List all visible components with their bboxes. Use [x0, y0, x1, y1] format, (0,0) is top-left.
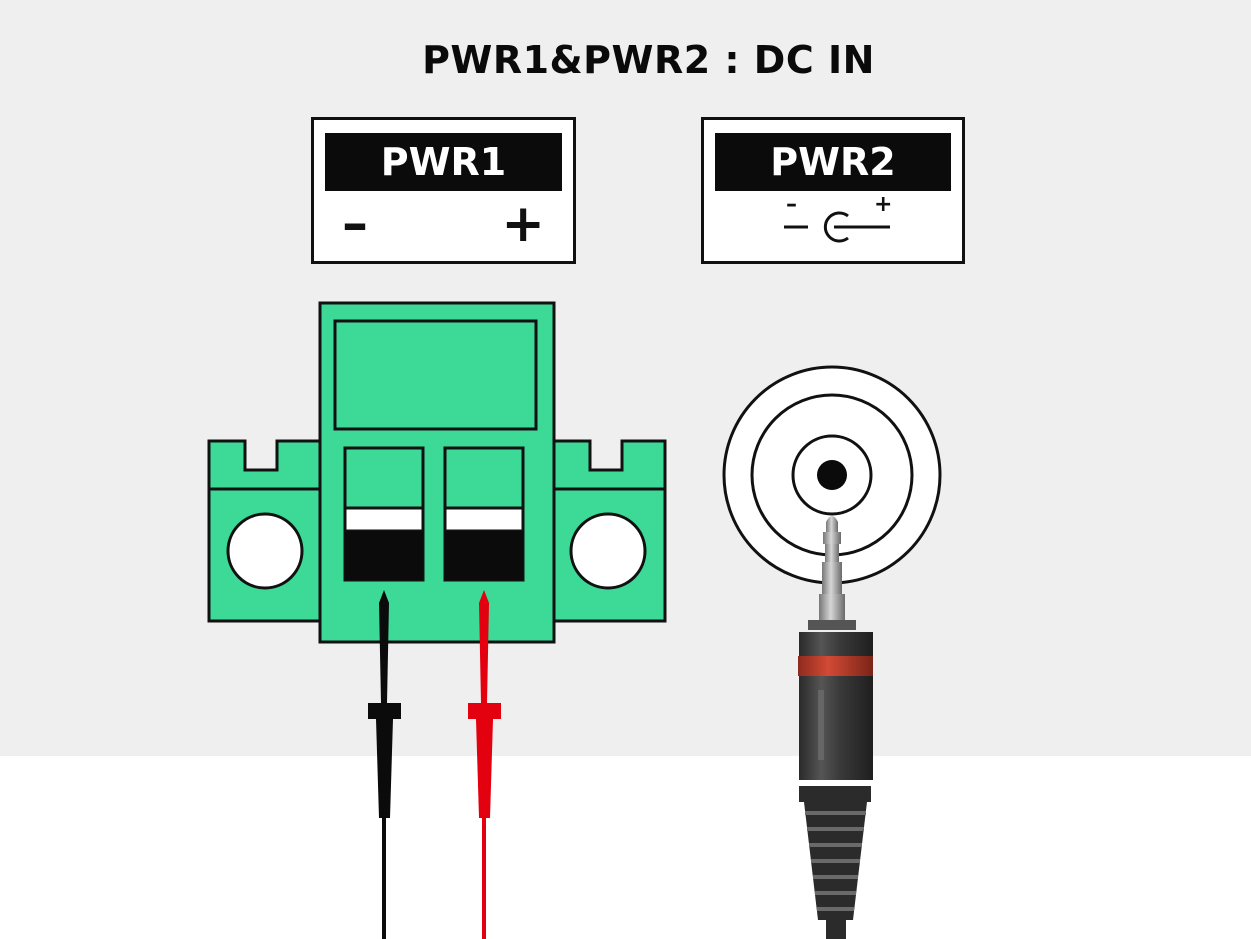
pwr1-minus-sign: – — [342, 194, 368, 254]
panel-background — [0, 0, 1251, 756]
test-probe-red — [468, 590, 501, 939]
terminal-block — [207, 301, 667, 644]
dc-jack-polarity-icon: – + — [784, 192, 892, 243]
pwr1-plus-sign: + — [501, 194, 545, 254]
diagram-title: PWR1&PWR2 : DC IN — [422, 38, 875, 82]
pwr1-label: PWR1 — [325, 133, 562, 191]
pwr2-plus-sign: + — [874, 192, 892, 217]
pwr2-label: PWR2 — [715, 133, 951, 191]
plug-red-band — [798, 656, 873, 676]
pwr2-minus-sign: – — [786, 192, 797, 217]
pwr2-label-box: PWR2 – + — [701, 117, 965, 264]
terminal-slot-negative — [343, 446, 425, 582]
left-screw-hole — [226, 512, 304, 590]
right-screw-hole — [569, 512, 647, 590]
dc-barrel-jack — [722, 365, 942, 585]
pwr1-label-box: PWR1 – + — [311, 117, 576, 264]
terminal-slot-positive — [443, 446, 525, 582]
dc-plug — [798, 516, 873, 939]
test-probe-black — [368, 590, 401, 939]
